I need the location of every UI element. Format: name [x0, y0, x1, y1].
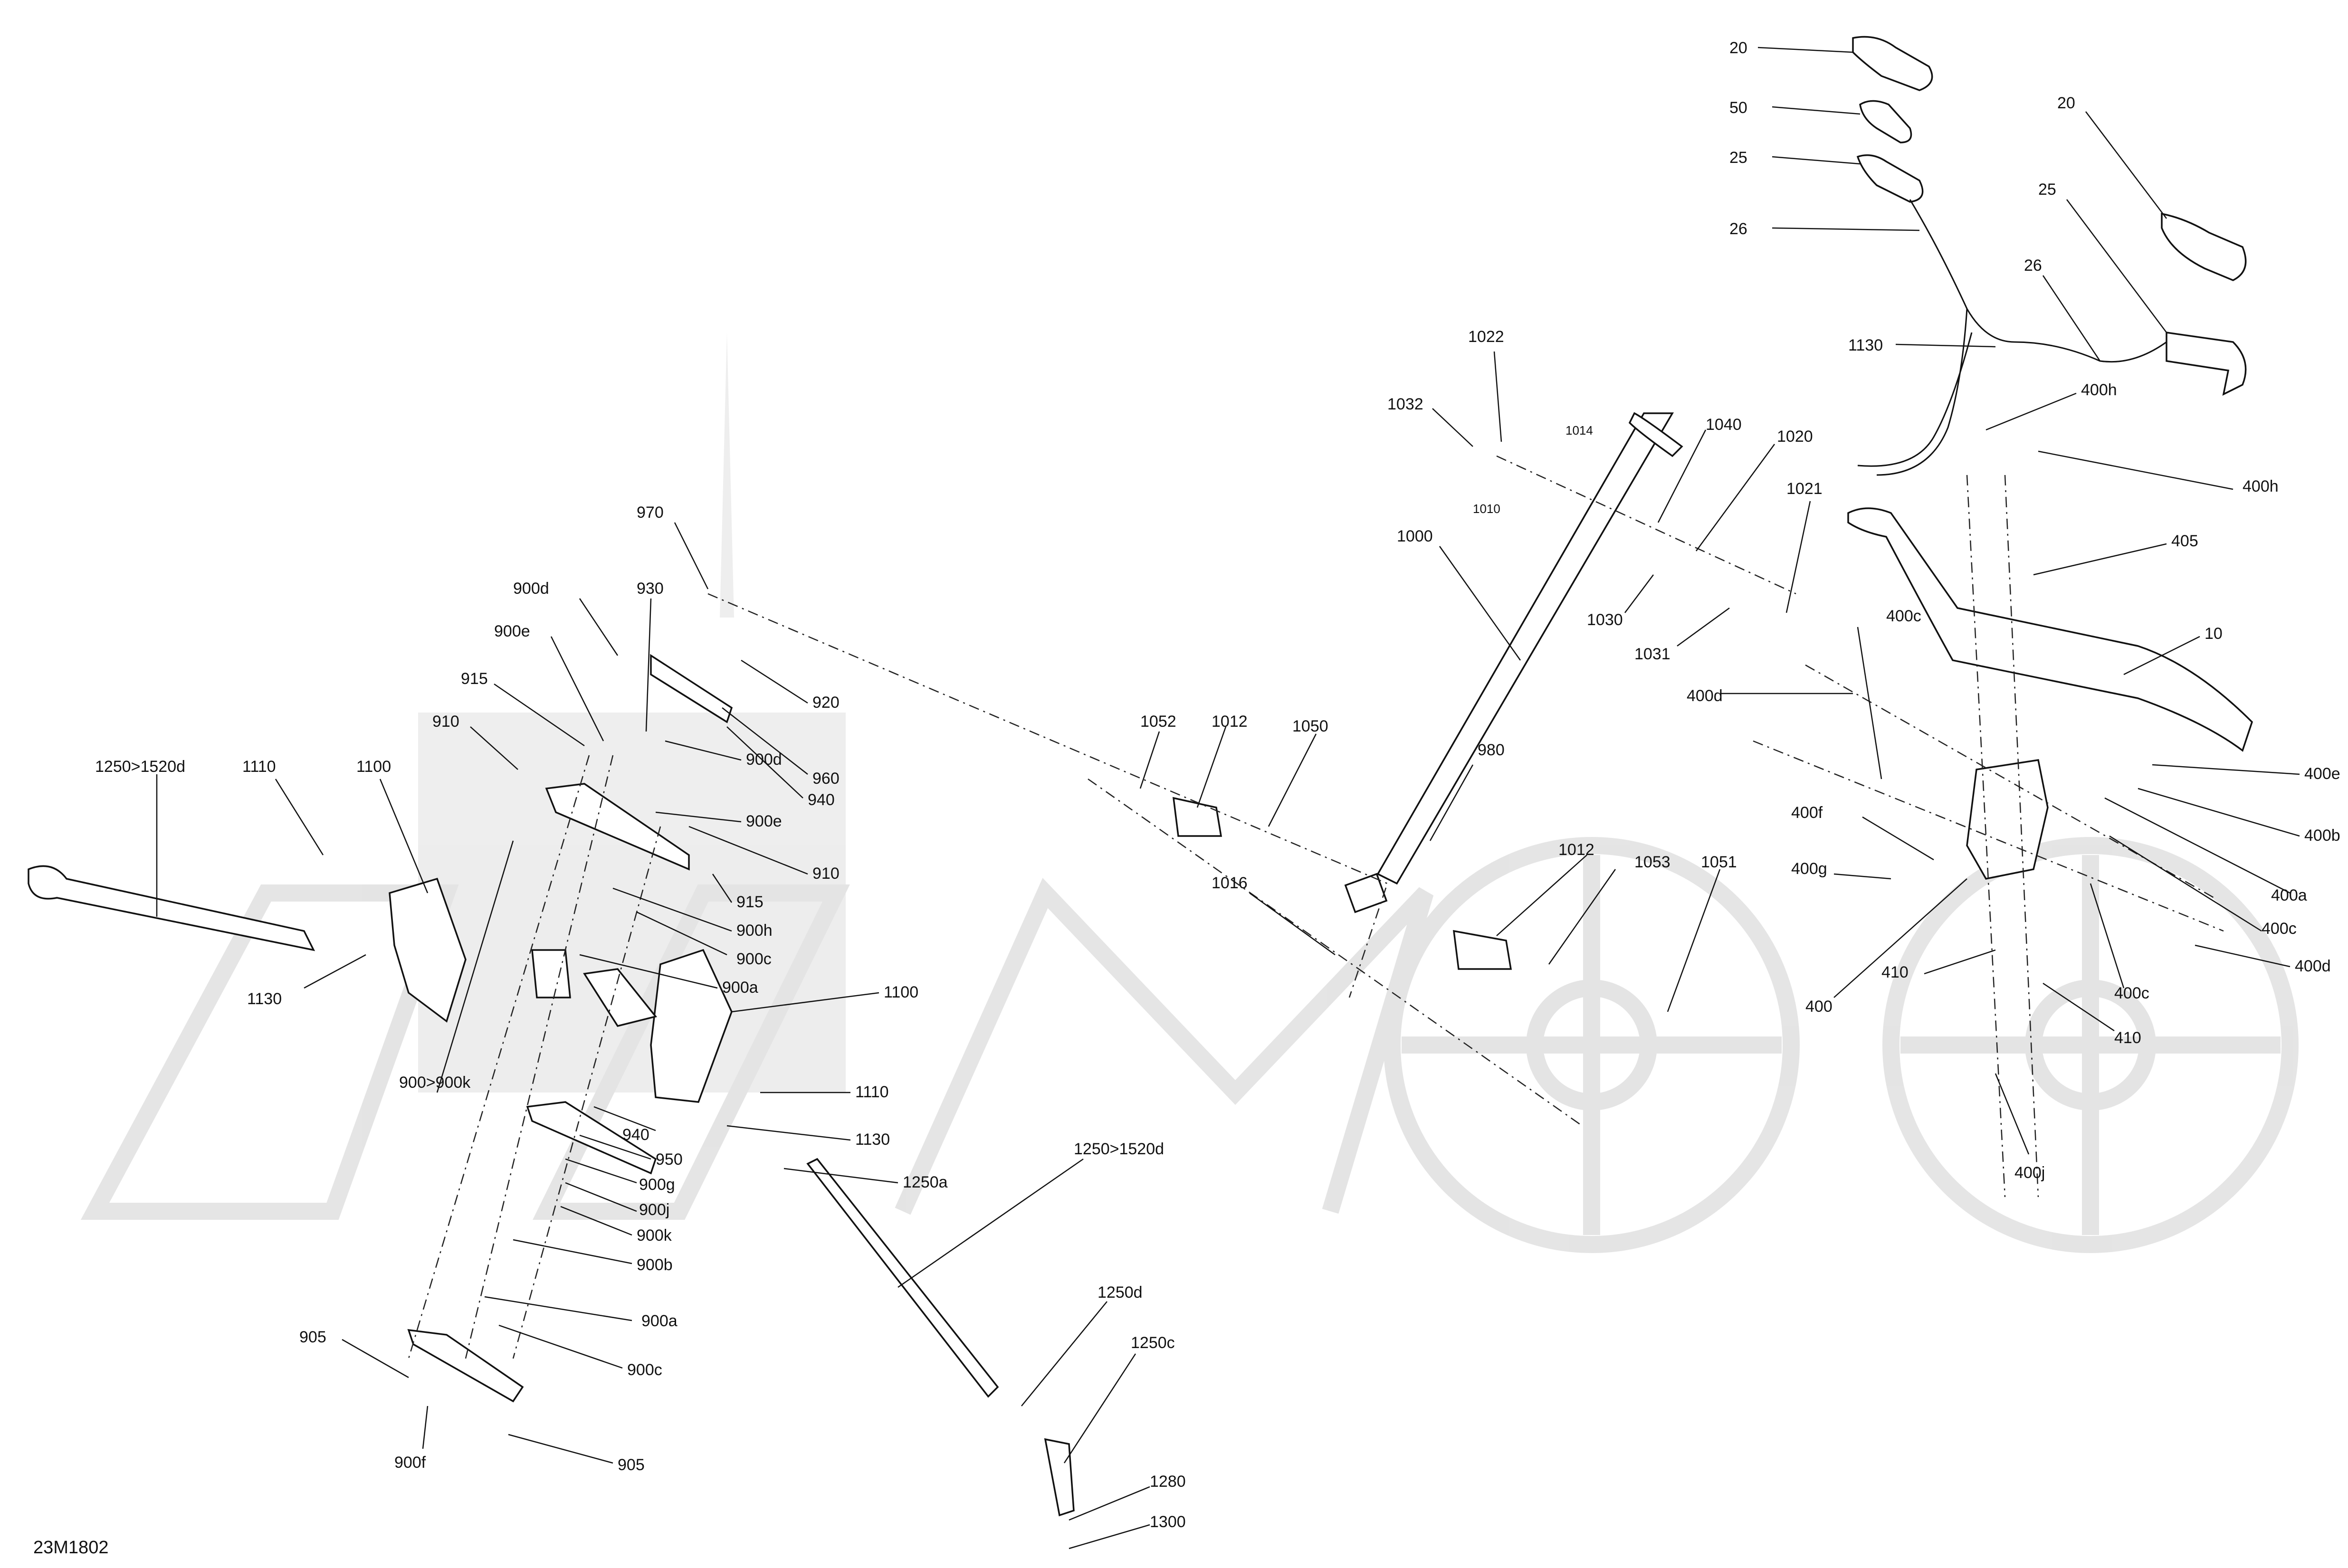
callout-label: 900d	[746, 751, 782, 769]
callout-label: 1010	[1473, 502, 1500, 516]
callout-label: 1020	[1777, 428, 1813, 446]
watermark-logo	[80, 333, 2299, 1253]
callout-label: 970	[637, 504, 664, 522]
callout-label: 25	[1729, 149, 1747, 167]
callout-label: 400a	[2271, 886, 2307, 904]
steering-column	[1172, 412, 1683, 970]
callout-label: 1012	[1212, 713, 1248, 731]
callout-label: 1280	[1150, 1473, 1186, 1491]
callout-label: 950	[656, 1150, 683, 1169]
callout-label: 400d	[1687, 687, 1723, 705]
callout-label: 900a	[722, 979, 758, 997]
callout-label: 1100	[884, 983, 918, 1001]
callout-label: 900d	[513, 580, 549, 598]
callout-label: 1130	[1848, 336, 1883, 354]
callout-label: 915	[461, 670, 488, 688]
callout-label: 50	[1729, 99, 1747, 117]
callout-label: 400g	[1791, 860, 1827, 878]
callout-label: 1016	[1212, 874, 1248, 892]
callout-label: 920	[812, 694, 840, 712]
callout-label: 410	[2114, 1029, 2141, 1047]
callout-label: 400c	[1886, 607, 1921, 625]
callout-label: 1050	[1292, 717, 1328, 735]
callout-label: 1250d	[1098, 1283, 1143, 1302]
callout-label: 26	[2024, 257, 2042, 275]
callout-label: 1052	[1140, 713, 1176, 731]
callout-label: 20	[1729, 39, 1747, 57]
callout-label: 400	[1805, 998, 1833, 1016]
callout-label: 980	[1478, 741, 1505, 759]
callout-label: 940	[808, 791, 835, 809]
diagram-reference-code: 23M1802	[33, 1538, 108, 1558]
callout-label: 1250c	[1131, 1334, 1175, 1352]
callout-label: 900j	[639, 1201, 669, 1219]
callout-label: 1014	[1565, 423, 1593, 437]
callout-label: 905	[618, 1456, 645, 1474]
callout-label: 900c	[627, 1361, 662, 1379]
callout-label: 1012	[1558, 841, 1594, 859]
callout-label: 400c	[2262, 920, 2297, 938]
callout-label: 400h	[2081, 381, 2117, 399]
callout-label: 1250a	[903, 1173, 948, 1191]
callout-label: 900>900k	[399, 1074, 471, 1092]
callout-label: 1031	[1634, 645, 1670, 663]
callout-label: 1130	[855, 1131, 890, 1149]
callout-label: 405	[2171, 532, 2198, 550]
callout-label: 900g	[639, 1176, 675, 1194]
assembly-axis-lines	[408, 455, 2224, 1359]
callout-label: 1053	[1634, 853, 1670, 871]
callout-label: 910	[432, 713, 459, 731]
callout-label: 1100	[356, 758, 391, 776]
callout-label: 400b	[2304, 827, 2340, 845]
callout-label: 400c	[2114, 984, 2149, 1002]
callout-label: 1130	[247, 990, 282, 1008]
callout-label: 400h	[2243, 477, 2279, 495]
callout-label: 1040	[1706, 416, 1742, 434]
callout-label: 940	[622, 1126, 649, 1144]
callout-label: 1000	[1397, 527, 1433, 545]
callout-label: 410	[1881, 963, 1909, 981]
callout-label: 1021	[1786, 480, 1823, 498]
callout-label: 1110	[855, 1083, 889, 1101]
callout-label: 1300	[1150, 1513, 1186, 1531]
callout-label: 1250>1520d	[95, 758, 185, 776]
callout-label: 400d	[2295, 957, 2331, 975]
callout-label: 1051	[1701, 853, 1737, 871]
callout-label: 900k	[637, 1226, 672, 1245]
callout-label: 900b	[637, 1256, 673, 1274]
callout-label: 25	[2038, 181, 2056, 199]
callout-labels: 20 50 25 26 20 25 26 1130 400h 400h 405 …	[95, 39, 2340, 1549]
callout-label: 915	[736, 893, 764, 911]
callout-label: 900h	[736, 922, 773, 940]
callout-label: 960	[812, 770, 840, 788]
callout-label: 905	[299, 1328, 326, 1346]
callout-label: 1250>1520d	[1074, 1140, 1164, 1158]
callout-label: 910	[812, 865, 840, 883]
callout-label: 900e	[746, 812, 782, 830]
callout-label: 900f	[394, 1454, 426, 1472]
callout-label: 1032	[1387, 395, 1423, 413]
callout-label: 900a	[641, 1312, 678, 1330]
steering-bracket-assembly	[28, 654, 1075, 1517]
handlebar-assembly	[1847, 36, 2253, 880]
callout-label: 930	[637, 580, 664, 598]
callout-label: 26	[1729, 220, 1747, 238]
callout-label: 900c	[736, 950, 772, 968]
callout-label: 1110	[242, 758, 276, 776]
callout-label: 1022	[1468, 328, 1504, 346]
callout-label: 10	[2205, 625, 2223, 643]
callout-label: 400f	[1791, 804, 1823, 822]
callout-label: 1030	[1587, 611, 1623, 629]
callout-label: 400e	[2304, 765, 2340, 783]
callout-label: 900e	[494, 622, 530, 640]
callout-label: 400j	[2014, 1164, 2045, 1182]
callout-label: 20	[2057, 94, 2075, 112]
